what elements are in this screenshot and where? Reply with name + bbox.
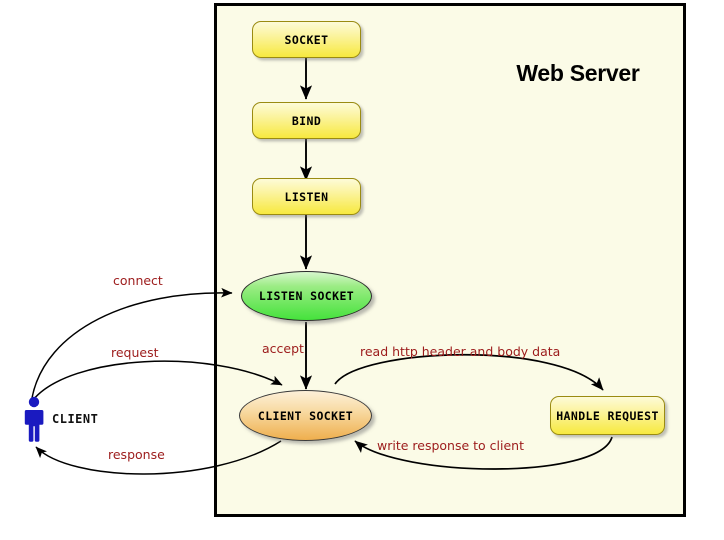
edge-read-http bbox=[334, 353, 604, 391]
node-listen[interactable]: LISTEN bbox=[252, 178, 361, 215]
node-bind[interactable]: BIND bbox=[252, 102, 361, 139]
node-client-socket[interactable]: CLIENT SOCKET bbox=[239, 390, 372, 441]
edge-label-response: response bbox=[108, 447, 165, 462]
web-server-title: Web Server bbox=[516, 60, 640, 86]
edge-label-read-http: read http header and body data bbox=[360, 344, 561, 359]
edge-label-accept: accept bbox=[262, 341, 304, 356]
node-client-socket-label: CLIENT SOCKET bbox=[257, 408, 354, 423]
node-handle-request-label: HANDLE REQUEST bbox=[556, 408, 659, 423]
edge-response bbox=[35, 440, 282, 475]
node-listen-socket[interactable]: LISTEN SOCKET bbox=[241, 271, 372, 321]
node-listen-label: LISTEN bbox=[284, 189, 329, 204]
node-socket-label: SOCKET bbox=[284, 32, 329, 47]
node-listen-socket-label: LISTEN SOCKET bbox=[258, 289, 355, 303]
edge-request bbox=[32, 360, 283, 401]
edge-connect bbox=[31, 287, 233, 399]
client-label: CLIENT bbox=[52, 412, 99, 426]
edge-label-write-response: write response to client bbox=[377, 438, 525, 453]
client-person-icon bbox=[24, 396, 44, 442]
node-bind-label: BIND bbox=[291, 113, 322, 128]
edge-label-connect: connect bbox=[113, 273, 163, 288]
edge-write-response bbox=[354, 436, 613, 470]
node-handle-request[interactable]: HANDLE REQUEST bbox=[550, 396, 665, 435]
node-socket[interactable]: SOCKET bbox=[252, 21, 361, 58]
edge-label-request: request bbox=[111, 345, 159, 360]
